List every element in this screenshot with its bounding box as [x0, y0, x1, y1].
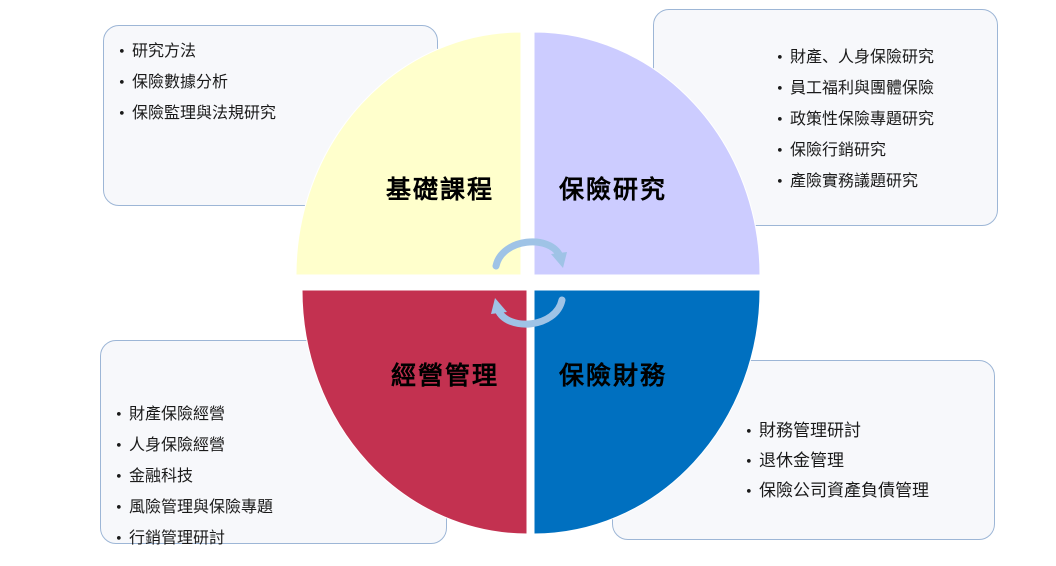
insurance-research-list: 財產、人身保險研究 員工福利與團體保險 政策性保險專題研究 保險行銷研究 產險實…	[776, 42, 997, 197]
business-management-list: 財產保險經營 人身保險經營 金融科技 風險管理與保險專題 行銷管理研討	[115, 399, 446, 554]
cycle-arrow-top-icon	[492, 238, 564, 270]
bottom-right-quadrant	[533, 289, 761, 535]
cycle-arrowhead-bottom-icon	[491, 298, 507, 314]
list-item: 保險數據分析	[118, 67, 437, 98]
business-management-label: 經營管理	[391, 361, 499, 390]
insurance-research-label: 保險研究	[558, 175, 667, 204]
basic-courses-label: 基礎課程	[386, 175, 494, 204]
list-item: 保險監理與法規研究	[118, 98, 437, 129]
basic-courses-list: 研究方法 保險數據分析 保險監理與法規研究	[118, 36, 437, 129]
list-item: 金融科技	[115, 461, 446, 492]
list-item: 行銷管理研討	[115, 523, 446, 554]
cycle-arrow-bottom-icon	[494, 296, 566, 328]
insurance-finance-label: 保險財務	[558, 361, 667, 390]
list-item: 員工福利與團體保險	[776, 73, 997, 104]
list-item: 財產、人身保險研究	[776, 42, 997, 73]
list-item: 研究方法	[118, 36, 437, 67]
cycle-arrowhead-top-icon	[551, 252, 567, 268]
top-left-quadrant	[295, 31, 522, 276]
list-item: 政策性保險專題研究	[776, 104, 997, 135]
list-item: 保險公司資產負債管理	[745, 477, 994, 507]
list-item: 退休金管理	[745, 447, 994, 477]
top-right-quadrant	[533, 31, 761, 276]
list-item: 財務管理研討	[745, 417, 994, 447]
bottom-left-quadrant	[301, 289, 528, 535]
list-item: 產險實務議題研究	[776, 166, 997, 197]
list-item: 人身保險經營	[115, 430, 446, 461]
list-item: 風險管理與保險專題	[115, 492, 446, 523]
list-item: 保險行銷研究	[776, 135, 997, 166]
list-item: 財產保險經營	[115, 399, 446, 430]
insurance-finance-list: 財務管理研討 退休金管理 保險公司資產負債管理	[745, 417, 994, 507]
